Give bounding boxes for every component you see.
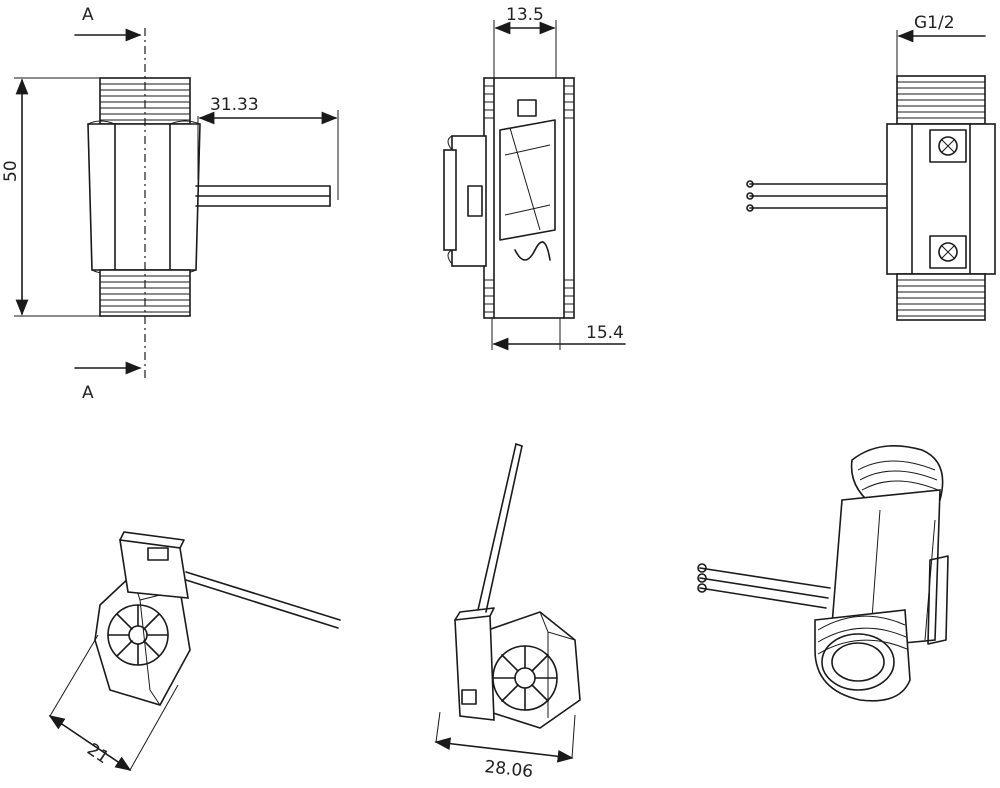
dimension-side-width: 13.5 bbox=[506, 5, 544, 25]
section-label-bottom: A bbox=[82, 383, 94, 403]
side-section-view: 13.5 15.4 bbox=[443, 5, 626, 351]
dimension-iso-middle-width: 28.06 bbox=[483, 757, 533, 782]
dimension-iso-left-width: 21 bbox=[83, 740, 112, 769]
dimension-side-depth: 15.4 bbox=[586, 323, 624, 343]
iso-view-right bbox=[697, 444, 949, 702]
dimension-body-height: 50 bbox=[1, 160, 21, 182]
front-view: A A 50 31.33 bbox=[1, 5, 339, 403]
iso-view-left: 21 bbox=[48, 531, 341, 771]
iso-view-middle: 28.06 bbox=[434, 443, 581, 782]
section-label-top: A bbox=[82, 5, 94, 25]
dimension-wire-offset: 31.33 bbox=[210, 95, 259, 115]
rear-view: G1/2 bbox=[746, 13, 996, 321]
dimension-thread: G1/2 bbox=[914, 13, 955, 33]
